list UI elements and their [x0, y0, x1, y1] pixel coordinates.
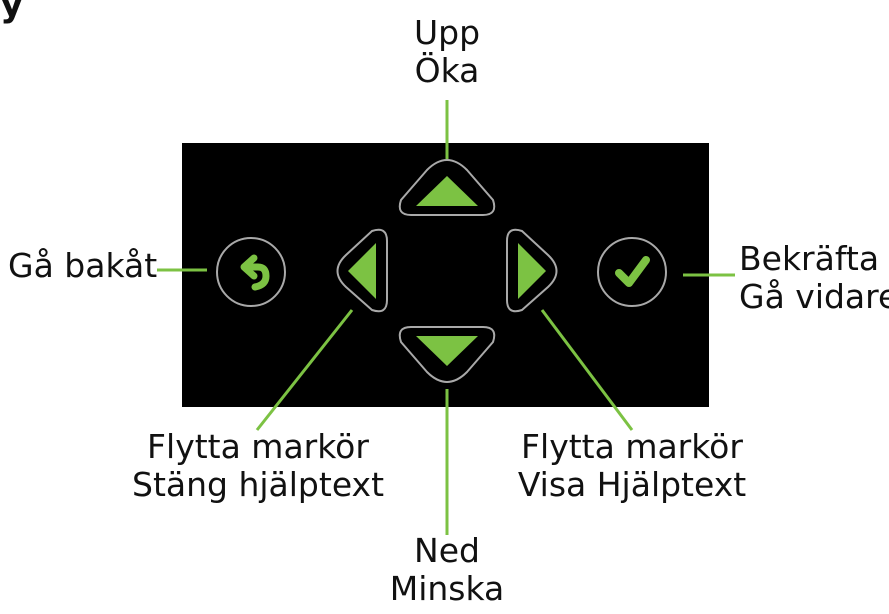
right-label-line2: Visa Hjälptext [517, 465, 747, 504]
left-button[interactable] [336, 228, 388, 313]
up-label-line1: Upp [413, 13, 481, 52]
right-label: Flytta markör Visa Hjälptext [518, 428, 746, 504]
left-arrow-icon [348, 243, 376, 299]
checkmark-icon [615, 256, 650, 287]
up-arrow-icon [416, 176, 478, 206]
partial-heading: y [0, 0, 24, 25]
up-label: Upp Öka [414, 14, 480, 90]
down-button[interactable] [398, 326, 496, 383]
up-button[interactable] [398, 159, 496, 216]
back-label-line1: Gå bakåt [8, 246, 158, 285]
back-label: Gå bakåt [8, 247, 157, 285]
confirm-button-outline [597, 237, 667, 307]
right-button[interactable] [506, 228, 558, 313]
down-arrow-icon [416, 336, 478, 366]
down-label: Ned Minska [390, 532, 505, 608]
down-label-line2: Minska [389, 569, 505, 608]
up-label-line2: Öka [414, 51, 480, 90]
undo-arrow-icon [240, 254, 270, 291]
right-arrow-icon [518, 243, 546, 299]
confirm-label: Bekräfta Gå vidare [739, 240, 889, 316]
right-connector [540, 309, 634, 431]
confirm-label-line1: Bekräfta [739, 239, 880, 278]
back-button[interactable] [216, 237, 286, 307]
down-label-line1: Ned [414, 531, 480, 570]
left-label-line1: Flytta markör [147, 427, 369, 466]
confirm-button[interactable] [597, 237, 667, 307]
left-connector [255, 309, 354, 431]
left-label: Flytta markör Stäng hjälptext [132, 428, 384, 504]
right-label-line1: Flytta markör [521, 427, 743, 466]
left-label-line2: Stäng hjälptext [131, 465, 385, 504]
confirm-label-line2: Gå vidare [739, 277, 889, 316]
